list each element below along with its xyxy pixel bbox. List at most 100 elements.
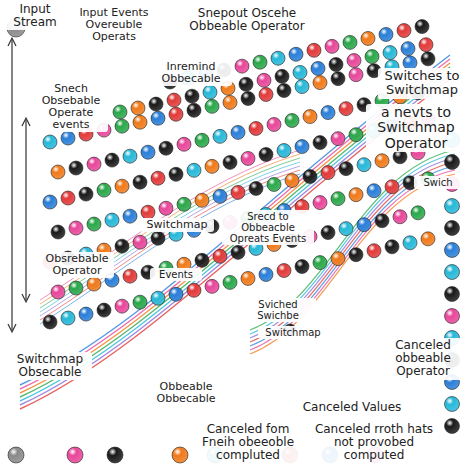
note-label: Srecd to Obbeacble Opreats Events [222,210,314,245]
marble [357,158,371,172]
marble [87,157,101,171]
marble [177,197,191,211]
switch-label: Swich [414,176,462,189]
marble [249,121,263,135]
marble [213,189,227,203]
cancel-label: Canceled fom Fneih obeeoble compluted [190,422,306,464]
switchmap-label: Switchmap Obsecable [8,352,92,380]
marble [151,231,165,245]
marble [187,163,201,177]
marble [339,222,353,236]
operator-label: Snech Obsebable Operate events [34,82,108,132]
marble [133,295,147,309]
marble [313,196,327,210]
marble [231,185,245,199]
marble [257,73,271,87]
marble [69,221,83,235]
marble [67,447,83,463]
marble [51,285,65,299]
marble [79,307,93,321]
marble [367,184,381,198]
switchmap-label: Switchmap [258,326,328,339]
marble [185,89,199,103]
marble [445,287,460,302]
operator-label: Snepout Oscehe Obbeable Operator [182,6,312,34]
marble [235,59,249,73]
marble [313,76,327,90]
marble [277,144,291,158]
operator-label: Obsrebable Operator [40,252,114,278]
marble [285,174,299,188]
marble [223,155,237,169]
marble [445,265,460,280]
input-stream-label: Input Stream [4,2,66,30]
marble [445,243,460,258]
marble [231,125,245,139]
marble [277,264,291,278]
stream-strand [250,174,455,354]
marble [123,209,137,223]
marble [177,137,191,151]
marble [51,225,65,239]
marble [61,311,75,325]
marble [259,267,273,281]
marble [131,101,145,115]
marble [133,175,147,189]
marble [329,57,343,71]
marble [343,35,357,49]
marble [349,188,363,202]
observable-label: Obbeable Obbecable [146,380,226,406]
marble [295,260,309,274]
marble [69,281,83,295]
marble [43,195,57,209]
marble [385,180,399,194]
marble [321,166,335,180]
marble [115,239,129,253]
marble [445,419,460,434]
marble [172,447,188,463]
marble [223,275,237,289]
marble [87,217,101,231]
marble [393,210,407,224]
marble [159,141,173,155]
marble [61,131,75,145]
stream-strand [250,170,455,350]
marble [421,52,435,66]
marble [195,133,209,147]
marble [277,84,291,98]
marble [307,43,321,57]
marble [151,111,165,125]
cancel-label: Canceled obbeable Operator [378,338,468,380]
marble [349,68,363,82]
marble [213,249,227,263]
marble [159,201,173,215]
marble [167,93,181,107]
marble [107,447,123,463]
marble [361,31,375,45]
marble [123,269,137,283]
marble [105,213,119,227]
marble [365,50,379,64]
marble [325,39,339,53]
marble [133,115,147,129]
marble [275,69,289,83]
marble [289,47,303,61]
marble [331,252,345,266]
marble [239,77,253,91]
marble [79,187,93,201]
marble [113,105,127,119]
marble [285,114,299,128]
marble [267,177,281,191]
marble [223,95,237,109]
marble [61,191,75,205]
marble [187,103,201,117]
marble [339,102,353,116]
events-label: Events [150,268,202,281]
marble [205,159,219,173]
marble [213,129,227,143]
marble [321,226,335,240]
observable-label: Inremind Obbecable [150,60,232,86]
marble [51,165,65,179]
marble [205,99,219,113]
